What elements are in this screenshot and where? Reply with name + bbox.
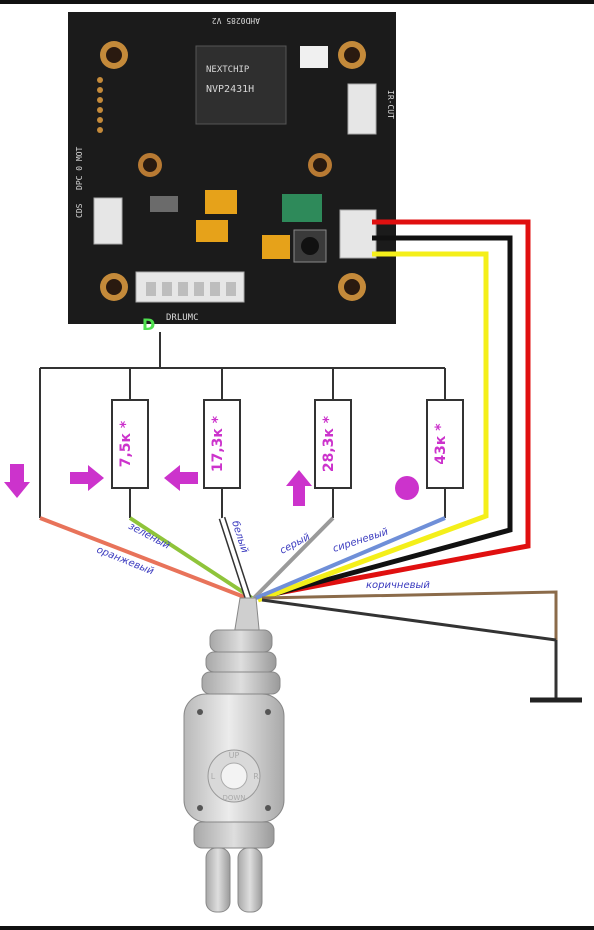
capacitor-yellow-1: [205, 190, 237, 214]
lilac-wire-label: сиреневый: [332, 526, 391, 554]
ir-cut-connector: [347, 83, 377, 135]
plug-right-label: R: [253, 772, 259, 781]
resistor-3-label: 28,3к *: [321, 415, 337, 472]
plug-left-label: L: [211, 772, 216, 781]
yellow-wire: [257, 251, 489, 603]
resistor-bus: [39, 332, 446, 518]
red-wire: [261, 219, 531, 599]
connector-d-label: D: [142, 315, 155, 334]
cable-plug: UP DOWN L R: [183, 597, 285, 913]
plug-up-label: UP: [229, 751, 240, 760]
resistor-2-label: 17,3к *: [210, 415, 226, 472]
brown-wire-label: коричневый: [366, 580, 430, 591]
green-wire-label: зеленый: [127, 521, 172, 552]
plug-down-label: DOWN: [222, 794, 245, 802]
cable-left: [205, 847, 231, 913]
ir-cut-label: IR-CUT: [386, 90, 395, 119]
camera-pcb-board: NEXTCHIP NVP2431H AHD0285 V2 CDS DPC 0 M…: [68, 12, 396, 334]
bottom-border: [0, 926, 594, 930]
green-wire: [128, 516, 254, 600]
arrow-up-icon: [286, 470, 312, 506]
cds-connector: [93, 197, 123, 245]
pcb-component-white: [300, 46, 328, 68]
dpc-label: DPC 0 MOT: [75, 146, 84, 190]
arrow-right-icon: [70, 465, 104, 491]
cds-label: CDS: [75, 203, 84, 218]
resistor-2: 17,3к *: [203, 399, 241, 489]
direction-symbols: [4, 464, 419, 506]
orange-wire: [39, 516, 253, 602]
gray-wire: [252, 516, 335, 600]
arrow-left-icon: [164, 465, 198, 491]
lilac-wire: [255, 516, 446, 600]
brown-wire: [261, 590, 558, 640]
power-connector: [339, 209, 377, 259]
cable-right: [237, 847, 263, 913]
black-wire: [259, 235, 513, 601]
resistor-4-label: 43к *: [433, 423, 449, 465]
arrow-down-icon: [4, 464, 30, 498]
ground-return-wire: [261, 598, 557, 642]
nvp-chip: NEXTCHIP NVP2431H: [195, 45, 287, 125]
top-border: [0, 0, 594, 4]
board-version-label: AHD0285 V2: [212, 16, 260, 25]
power-wires: [257, 219, 531, 603]
capacitor-yellow-3: [262, 235, 290, 259]
mounting-holes: [100, 41, 366, 301]
signal-wires: [39, 516, 582, 703]
chip-brand: NEXTCHIP: [206, 65, 250, 75]
resistor-3: 28,3к *: [314, 399, 352, 489]
pcb-bottom-label: DRLUMC: [166, 313, 199, 323]
pcb-component-gray: [150, 196, 178, 212]
white-wire: [218, 516, 252, 600]
chip-model: NVP2431H: [206, 84, 254, 95]
resistor-1-label: 7,5к *: [118, 420, 134, 467]
resistor-4: 43к *: [426, 399, 464, 489]
resistor-1: 7,5к *: [111, 399, 149, 489]
pcb-component-green: [282, 194, 322, 222]
dot-icon: [395, 476, 419, 500]
capacitor-yellow-2: [196, 220, 228, 242]
